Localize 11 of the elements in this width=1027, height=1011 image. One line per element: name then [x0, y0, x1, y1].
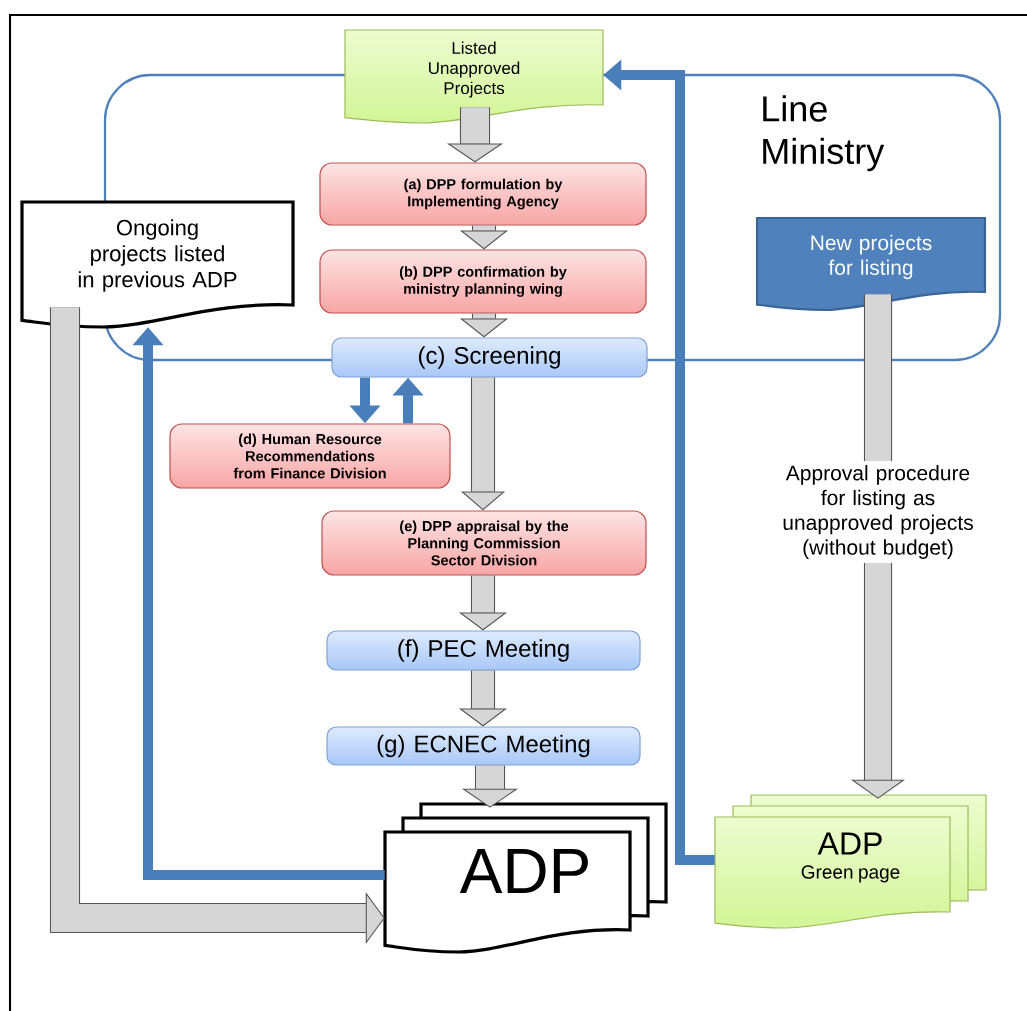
document-stack: ADP — [383, 802, 668, 954]
stage-box: (g) ECNEC Meeting — [326, 726, 641, 766]
region-title: Line Ministry — [763, 95, 885, 172]
process-box: (a) DPP formulation by Implementing Agency — [319, 162, 647, 226]
document-stack: ADP Green page — [714, 794, 987, 929]
stage-box: (f) PEC Meeting — [326, 630, 641, 671]
process-box: (b) DPP confirmation by ministry planning wing — [319, 249, 647, 314]
process-box: (e) DPP appraisal by the Planning Commission Sector Division — [321, 510, 647, 576]
process-box: (d) Human Resource Recommendations from Finance Division — [169, 423, 451, 489]
stage-box: (c) Screening — [331, 337, 648, 378]
edge-label: Approval procedure for listing as unapproved projects (without budget) — [764, 461, 992, 563]
